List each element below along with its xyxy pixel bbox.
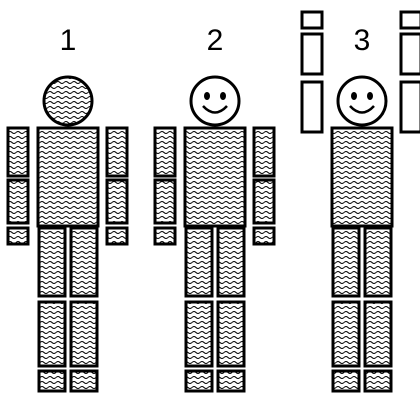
arm-left-lower <box>302 34 322 74</box>
torso <box>185 128 245 226</box>
foot-right <box>218 371 244 391</box>
arm-left-upper <box>302 82 322 132</box>
arm-right-lower <box>254 180 274 223</box>
hand-right <box>401 12 420 28</box>
eye-right <box>367 92 373 100</box>
smiley-face-icon <box>191 77 239 125</box>
leg-right-upper <box>71 228 97 296</box>
arm-left-lower <box>8 180 28 223</box>
leg-right-lower <box>71 302 97 366</box>
torso <box>332 128 392 226</box>
arm-right-upper <box>107 128 127 176</box>
figure-3: 3 <box>302 12 420 391</box>
smiley-face-icon <box>338 77 386 125</box>
eye-left <box>204 92 210 100</box>
arm-left-lower <box>155 180 175 223</box>
leg-left-lower <box>333 302 359 366</box>
arm-left-upper <box>8 128 28 176</box>
leg-right-lower <box>365 302 391 366</box>
head-blank <box>44 77 92 125</box>
foot-right <box>365 371 391 391</box>
leg-left-upper <box>186 228 212 296</box>
hand-left <box>155 228 175 244</box>
hand-right <box>107 228 127 244</box>
foot-left <box>333 371 359 391</box>
hand-right <box>254 228 274 244</box>
torso <box>38 128 98 226</box>
eye-left <box>351 92 357 100</box>
figure-label: 3 <box>354 24 371 57</box>
figure-label: 1 <box>60 24 77 57</box>
hand-left <box>302 12 322 28</box>
leg-right-upper <box>365 228 391 296</box>
arm-right-lower <box>401 34 420 74</box>
foot-left <box>39 371 65 391</box>
eye-right <box>220 92 226 100</box>
leg-right-lower <box>218 302 244 366</box>
foot-left <box>186 371 212 391</box>
figure-2: 2 <box>155 24 274 391</box>
arm-right-upper <box>254 128 274 176</box>
arm-right-lower <box>107 180 127 223</box>
arm-right-upper <box>401 82 420 132</box>
leg-left-upper <box>333 228 359 296</box>
arm-left-upper <box>155 128 175 176</box>
hand-left <box>8 228 28 244</box>
leg-left-upper <box>39 228 65 296</box>
leg-left-lower <box>186 302 212 366</box>
figure-1: 1 <box>8 24 127 391</box>
leg-right-upper <box>218 228 244 296</box>
foot-right <box>71 371 97 391</box>
figure-label: 2 <box>207 24 224 57</box>
leg-left-lower <box>39 302 65 366</box>
